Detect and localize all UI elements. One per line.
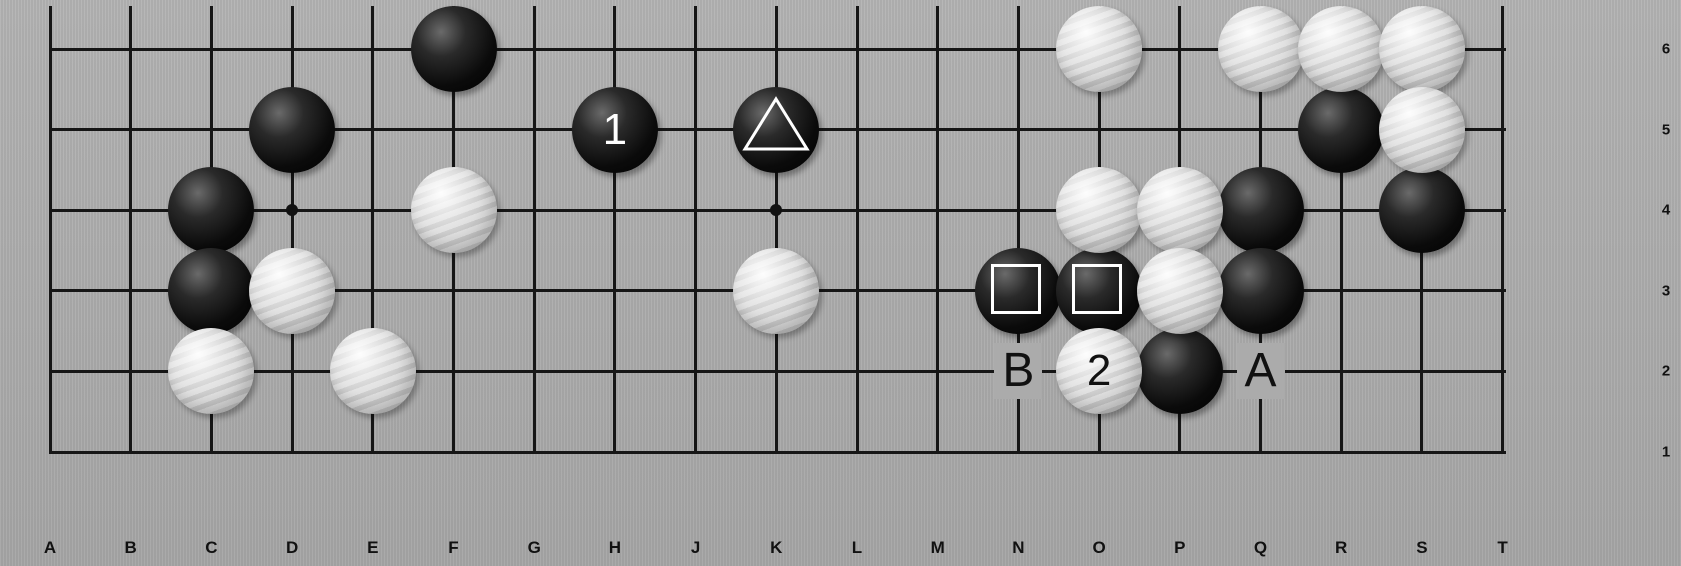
grid-row-line-2 (50, 370, 1506, 373)
column-label-J: J (691, 538, 700, 558)
white-stone-s6[interactable] (1379, 6, 1465, 92)
row-label-4: 4 (1662, 202, 1670, 219)
grid-col-line-L (856, 6, 859, 454)
white-stone-k3[interactable] (733, 248, 819, 334)
black-stone-c4[interactable] (168, 167, 254, 253)
column-label-M: M (931, 538, 945, 558)
grid-col-line-D (291, 6, 294, 454)
column-label-E: E (367, 538, 378, 558)
white-stone-q6[interactable] (1218, 6, 1304, 92)
grid-col-line-B (129, 6, 132, 454)
white-stone-o4[interactable] (1056, 167, 1142, 253)
white-stone-s5[interactable] (1379, 87, 1465, 173)
white-stone-p3[interactable] (1137, 248, 1223, 334)
white-stone-r6[interactable] (1298, 6, 1384, 92)
move-number: 2 (1056, 328, 1142, 414)
column-label-O: O (1092, 538, 1105, 558)
white-stone-o2[interactable]: 2 (1056, 328, 1142, 414)
black-stone-q4[interactable] (1218, 167, 1304, 253)
black-stone-o3[interactable] (1056, 248, 1142, 334)
white-stone-c2[interactable] (168, 328, 254, 414)
column-label-S: S (1416, 538, 1427, 558)
column-label-K: K (770, 538, 782, 558)
black-stone-f6[interactable] (411, 6, 497, 92)
grid-col-line-M (936, 6, 939, 454)
column-label-D: D (286, 538, 298, 558)
black-stone-s4[interactable] (1379, 167, 1465, 253)
column-label-B: B (125, 538, 137, 558)
star-point (770, 204, 782, 216)
point-label-b: B (994, 343, 1042, 399)
grid-col-line-J (694, 6, 697, 454)
row-label-6: 6 (1662, 41, 1670, 58)
column-label-G: G (528, 538, 541, 558)
column-label-A: A (44, 538, 56, 558)
star-point (286, 204, 298, 216)
row-label-2: 2 (1662, 363, 1670, 380)
black-stone-q3[interactable] (1218, 248, 1304, 334)
white-stone-o6[interactable] (1056, 6, 1142, 92)
black-stone-n3[interactable] (975, 248, 1061, 334)
black-stone-h5[interactable]: 1 (572, 87, 658, 173)
row-label-3: 3 (1662, 282, 1670, 299)
column-label-P: P (1174, 538, 1185, 558)
column-label-R: R (1335, 538, 1347, 558)
point-label-a: A (1236, 343, 1284, 399)
square-marker-icon (1072, 264, 1122, 314)
row-label-1: 1 (1662, 444, 1670, 461)
grid-row-line-1 (50, 451, 1506, 454)
column-label-H: H (609, 538, 621, 558)
square-marker-icon (991, 264, 1041, 314)
column-label-N: N (1012, 538, 1024, 558)
black-stone-p2[interactable] (1137, 328, 1223, 414)
white-stone-f4[interactable] (411, 167, 497, 253)
white-stone-p4[interactable] (1137, 167, 1223, 253)
grid-col-line-G (533, 6, 536, 454)
black-stone-k5[interactable] (733, 87, 819, 173)
grid-col-line-T (1501, 6, 1504, 454)
grid-col-line-H (613, 6, 616, 454)
row-label-5: 5 (1662, 121, 1670, 138)
column-label-L: L (852, 538, 862, 558)
grid-col-line-A (49, 6, 52, 454)
black-stone-r5[interactable] (1298, 87, 1384, 173)
black-stone-d5[interactable] (249, 87, 335, 173)
white-stone-d3[interactable] (249, 248, 335, 334)
black-stone-c3[interactable] (168, 248, 254, 334)
column-label-Q: Q (1254, 538, 1267, 558)
column-label-T: T (1497, 538, 1507, 558)
white-stone-e2[interactable] (330, 328, 416, 414)
move-number: 1 (572, 87, 658, 173)
grid-col-line-K (775, 6, 778, 454)
column-label-C: C (205, 538, 217, 558)
column-label-F: F (448, 538, 458, 558)
triangle-marker-icon (741, 93, 811, 157)
